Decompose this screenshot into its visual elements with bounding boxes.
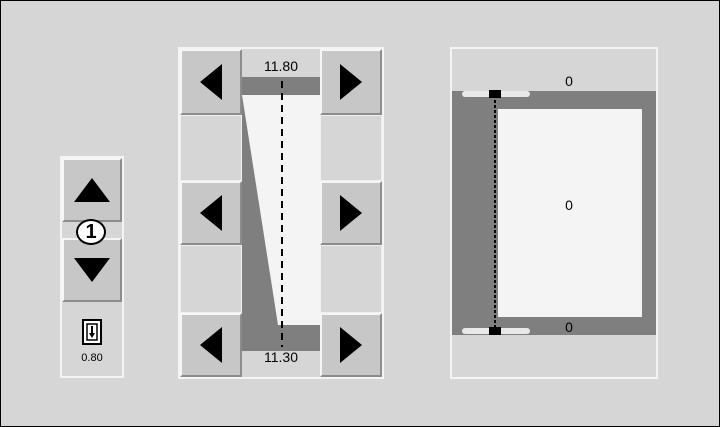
bottom-slider-handle[interactable] (489, 327, 501, 335)
step-number-badge: 1 (76, 219, 106, 245)
switch-icon (82, 319, 102, 345)
top-right-arrow-button[interactable] (320, 49, 382, 115)
frame-panel: 0 0 0 (450, 47, 658, 379)
mode-toggle-button[interactable]: 0.80 (62, 304, 122, 376)
bottom-right-arrow-button[interactable] (320, 313, 382, 377)
mode-readout: 0.80 (81, 352, 103, 364)
top-slider-handle[interactable] (489, 90, 501, 98)
bottom-left-arrow-button[interactable] (180, 313, 242, 377)
decrease-button[interactable] (62, 238, 122, 302)
frame-bottom-value: 0 (565, 319, 573, 335)
right-spacer-cell (320, 115, 382, 181)
increase-button[interactable] (62, 158, 122, 222)
triangle-right-icon (340, 64, 362, 100)
wedge-diagram (242, 77, 320, 351)
triangle-left-icon (200, 64, 222, 100)
frame-center-value: 0 (565, 197, 573, 213)
top-left-arrow-button[interactable] (180, 49, 242, 115)
right-spacer-cell (320, 245, 382, 313)
wedge-panel: 11.80 11.30 (178, 47, 384, 379)
left-spacer-cell (180, 115, 242, 181)
wedge-bottom-value: 11.30 (264, 349, 298, 365)
middle-left-arrow-button[interactable] (180, 181, 242, 245)
frame-diagram (452, 91, 656, 335)
triangle-right-icon (340, 327, 362, 363)
triangle-up-icon (74, 178, 110, 202)
middle-right-arrow-button[interactable] (320, 181, 382, 245)
triangle-down-icon (74, 258, 110, 282)
left-spacer-cell (180, 245, 242, 313)
triangle-left-icon (200, 195, 222, 231)
triangle-left-icon (200, 327, 222, 363)
frame-top-value: 0 (565, 73, 573, 89)
stepper-panel: 1 0.80 (60, 156, 124, 378)
triangle-right-icon (340, 195, 362, 231)
wedge-top-value: 11.80 (264, 58, 298, 74)
